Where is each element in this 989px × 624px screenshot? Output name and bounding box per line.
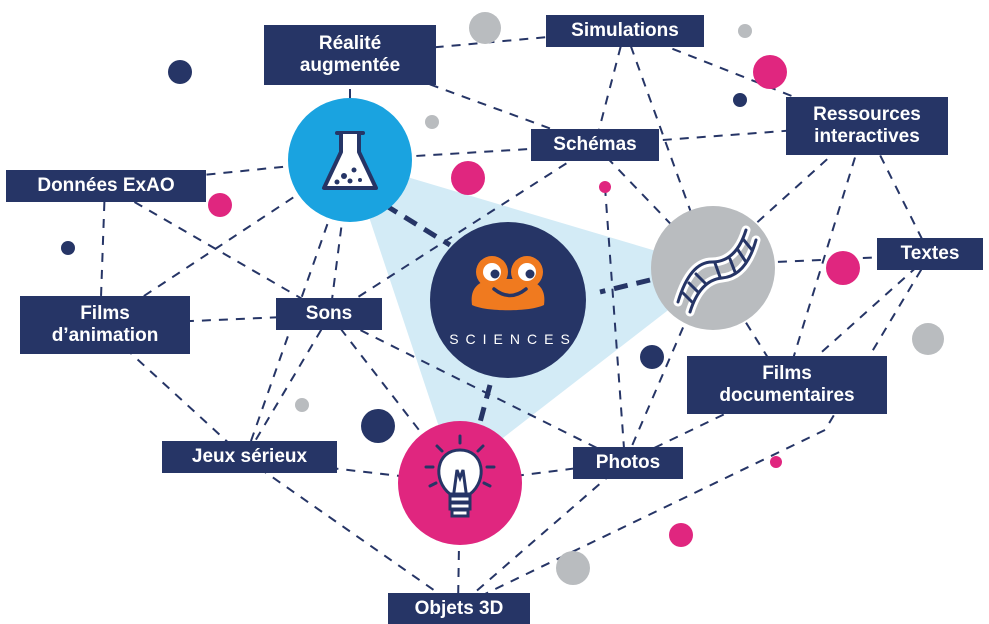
lightbulb-hub [398, 421, 522, 545]
sciences-brand-text: SCIENCES [449, 331, 577, 347]
label-films-documentaires: Films documentaires [687, 356, 887, 414]
label-textes: Textes [877, 238, 983, 270]
flask-icon [322, 131, 378, 190]
flask-hub [288, 98, 412, 222]
sciences-logo [430, 222, 586, 378]
label-objets-3d: Objets 3D [388, 593, 530, 624]
label-schemas: Schémas [531, 129, 659, 161]
label-simulations: Simulations [546, 15, 704, 47]
dna-icon [673, 225, 761, 317]
lightbulb-icon [424, 434, 496, 518]
label-sons: Sons [276, 298, 382, 330]
dna-hub [651, 206, 775, 330]
label-donnees-exao: Données ExAO [6, 170, 206, 202]
label-jeux-serieux: Jeux sérieux [162, 441, 337, 473]
frog-mascot-icon [471, 256, 545, 311]
hub-connectors [383, 202, 651, 431]
label-realite-augmentee: Réalité augmentée [264, 25, 436, 85]
label-ressources-interactives: Ressources interactives [786, 97, 948, 155]
decorative-dots [61, 12, 944, 585]
label-photos: Photos [573, 447, 683, 479]
label-films-animation: Films d’animation [20, 296, 190, 354]
